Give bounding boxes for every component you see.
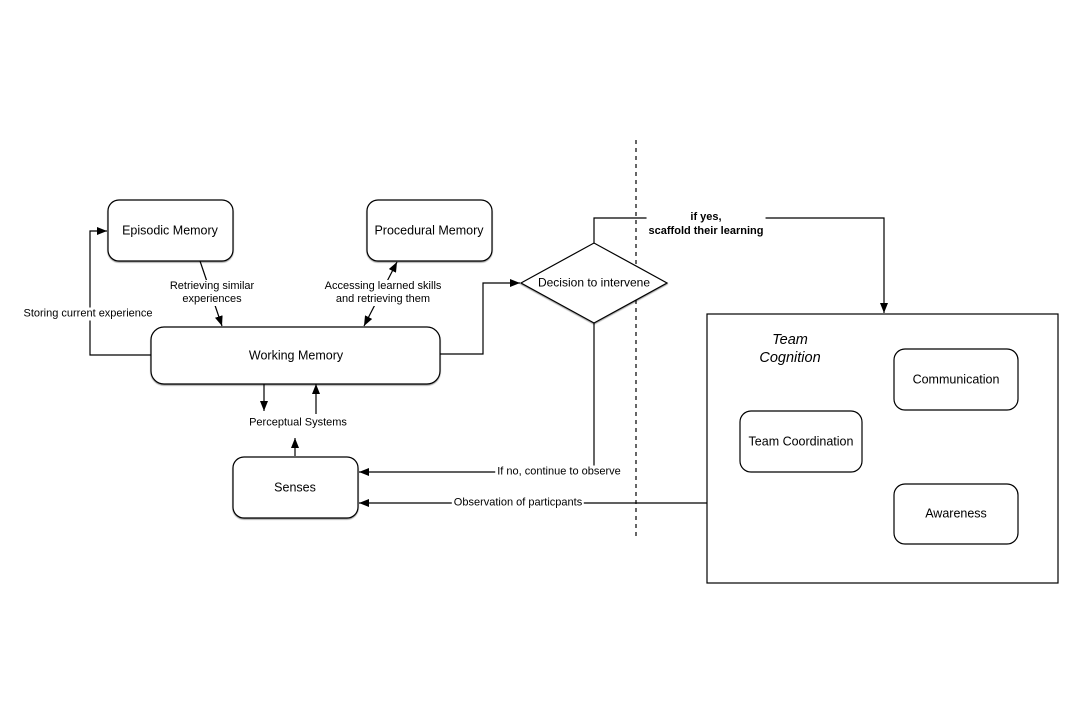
edge-label-accessing: Accessing learned skills and retrieving … [322, 280, 444, 306]
edge-working-to-episodic [89, 227, 151, 356]
edge-label-if-no: If no, continue to observe [495, 465, 623, 479]
team-cognition-title-line1: Team [772, 332, 808, 348]
edge-label-if-yes-line2: scaffold their learning [648, 225, 764, 237]
edge-label-if-yes: if yes, scaffold their learning [646, 210, 766, 238]
edge-label-storing: Storing current experience [21, 307, 155, 321]
team-cognition-title-line2: Cognition [759, 350, 821, 366]
awareness-label: Awareness [925, 506, 987, 521]
team-cognition-title: Team Cognition [759, 331, 820, 367]
procedural-memory-box [366, 199, 493, 262]
edge-label-retrieving-line2: experiences [182, 293, 242, 305]
working-memory-box [150, 326, 441, 385]
team-coordination-label: Team Coordination [748, 434, 854, 449]
procedural-memory-label: Procedural Memory [374, 223, 484, 238]
episodic-memory-box [107, 199, 234, 262]
edge-label-if-yes-line1: if yes, [690, 211, 722, 223]
edge-label-accessing-line1: Accessing learned skills [324, 280, 442, 292]
edge-working-to-decision [440, 279, 520, 355]
awareness-box [893, 483, 1019, 545]
communication-box [893, 348, 1019, 411]
team-coordination-box [739, 410, 863, 473]
edge-label-accessing-line2: and retrieving them [335, 293, 431, 305]
working-memory-label: Working Memory [248, 348, 344, 363]
senses-label: Senses [274, 480, 316, 495]
decision-label: Decision to intervene [537, 275, 651, 290]
edge-label-perceptual-systems: Perceptual Systems [247, 416, 349, 430]
senses-box [232, 456, 359, 519]
edge-label-observation: Observation of particpants [451, 496, 585, 510]
communication-label: Communication [912, 372, 1000, 387]
edge-label-retrieving: Retrieving similar experiences [167, 280, 257, 306]
decision-diamond [519, 242, 669, 324]
edge-label-retrieving-line1: Retrieving similar [169, 280, 255, 292]
episodic-memory-label: Episodic Memory [122, 223, 218, 238]
